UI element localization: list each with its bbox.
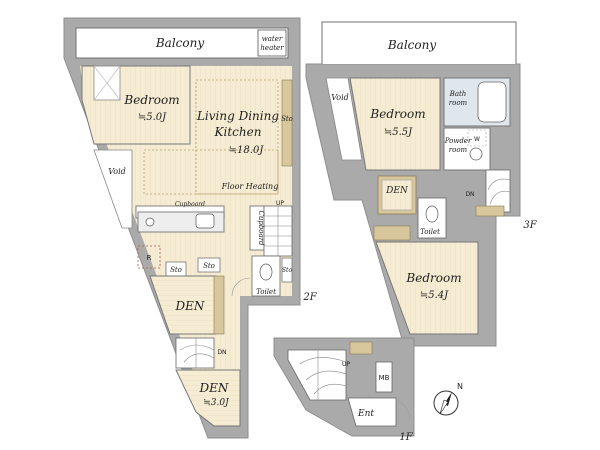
floor-1f: UP MB Ent 1F bbox=[273, 337, 415, 443]
meter-box bbox=[375, 361, 393, 393]
den-3f-inner bbox=[381, 179, 413, 211]
ldk-size: ≒18.0J bbox=[229, 145, 265, 156]
storage-b bbox=[197, 257, 221, 273]
sto-b-label: Sto bbox=[203, 262, 215, 270]
balcony-3f-label: Balcony bbox=[387, 38, 436, 52]
fridge-space bbox=[137, 245, 161, 269]
water-heater-label-1: water bbox=[262, 35, 283, 43]
bedroom-b-closet bbox=[373, 225, 411, 241]
stairs-up-label: UP bbox=[276, 200, 284, 207]
sto-c-label: Sto bbox=[282, 267, 293, 274]
floor-3f: Balcony Void Bedroom ≒5.5J Bath room Pow… bbox=[305, 21, 538, 347]
stove-icon bbox=[195, 213, 215, 229]
den-2f-storage bbox=[213, 275, 225, 335]
stairs-3f-dn-label: DN bbox=[465, 191, 474, 198]
door-swing-toilet bbox=[231, 277, 251, 297]
washer-space bbox=[467, 129, 487, 147]
stairs-2f-up bbox=[263, 205, 293, 257]
den-2f-label: DEN bbox=[175, 299, 205, 313]
stairs-1f bbox=[287, 349, 347, 401]
ent-label: Ent bbox=[357, 409, 374, 419]
storage-3f bbox=[475, 205, 505, 217]
bedroom-a-3f-size: ≒5.5J bbox=[384, 127, 413, 138]
bedroom-b-3f bbox=[375, 241, 479, 335]
bedroom-b-3f-size: ≒5.4J bbox=[420, 290, 449, 301]
powder-room bbox=[443, 127, 491, 171]
sto-a-label: Sto bbox=[170, 266, 182, 274]
toilet-3f-label: Toilet bbox=[420, 228, 440, 236]
cupboard-vertical-label: Cupboard bbox=[257, 210, 265, 246]
ldk-storage bbox=[281, 79, 293, 167]
bedroom-2f-size: ≒5.0J bbox=[138, 112, 167, 123]
entrance-storage bbox=[349, 341, 373, 355]
cupboard-label: Cupboard bbox=[175, 201, 205, 208]
den2-2f-label: DEN bbox=[199, 381, 229, 395]
powder-label-1: Powder bbox=[444, 137, 472, 145]
toilet-bowl-icon bbox=[259, 263, 273, 281]
compass-icon: N bbox=[433, 382, 463, 416]
floor-heating-zone bbox=[195, 79, 279, 195]
den2-2f-room bbox=[175, 369, 241, 427]
bedroom-b-3f-label: Bedroom bbox=[405, 271, 461, 285]
storage-c bbox=[281, 257, 293, 283]
void-2f-label: Void bbox=[108, 167, 126, 176]
powder-label-2: room bbox=[449, 146, 468, 154]
ldk-label-2: Kitchen bbox=[214, 125, 262, 139]
den2-2f-size: ≒3.0J bbox=[203, 398, 230, 408]
washer-label: W bbox=[474, 136, 480, 143]
bedroom-a-3f-label: Bedroom bbox=[369, 107, 425, 121]
interior-2f bbox=[80, 66, 292, 426]
void-2f bbox=[93, 149, 133, 229]
void-3f-label: Void bbox=[331, 93, 349, 102]
bedroom-2f-label: Bedroom bbox=[123, 93, 179, 107]
floor-2f-label: 2F bbox=[302, 292, 317, 303]
floor-2f: Balcony water heater Bedroom ≒5.0J Livin… bbox=[63, 17, 318, 439]
den-3f-label: DEN bbox=[385, 186, 409, 196]
balcony-2f-label: Balcony bbox=[155, 36, 204, 50]
compass-north-label: N bbox=[457, 382, 463, 391]
fridge-label: R bbox=[147, 254, 152, 262]
floor-heating-label: Floor Heating bbox=[221, 182, 279, 191]
bath-label-1: Bath bbox=[449, 90, 467, 98]
balcony-2f bbox=[75, 27, 289, 59]
floor-1f-label: 1F bbox=[399, 432, 413, 443]
door-swing-entrance bbox=[395, 399, 411, 421]
toilet-3f-bowl-icon bbox=[425, 205, 439, 223]
water-heater-label-2: heater bbox=[260, 44, 284, 52]
floor-heating-zone-2 bbox=[143, 149, 279, 195]
floor-3f-label: 3F bbox=[523, 220, 537, 231]
stairs-3f bbox=[485, 169, 511, 213]
stairs-dn-label: DN bbox=[217, 349, 226, 356]
entrance bbox=[347, 397, 397, 427]
bath-label-2: room bbox=[449, 99, 468, 107]
mb-label: MB bbox=[379, 374, 390, 382]
bathtub-icon bbox=[477, 81, 507, 123]
stairs-1f-up-label: UP bbox=[342, 361, 350, 368]
water-heater bbox=[257, 29, 287, 57]
ldk-sto-label: Sto bbox=[281, 115, 293, 123]
sink-icon bbox=[145, 217, 155, 227]
bedroom-a-3f bbox=[349, 77, 441, 171]
toilet-2f-label: Toilet bbox=[256, 288, 276, 296]
stairs-2f-down bbox=[175, 337, 215, 369]
washer-icon bbox=[469, 147, 483, 161]
void-3f bbox=[325, 77, 363, 161]
ldk-label-1: Living Dining bbox=[196, 109, 279, 123]
